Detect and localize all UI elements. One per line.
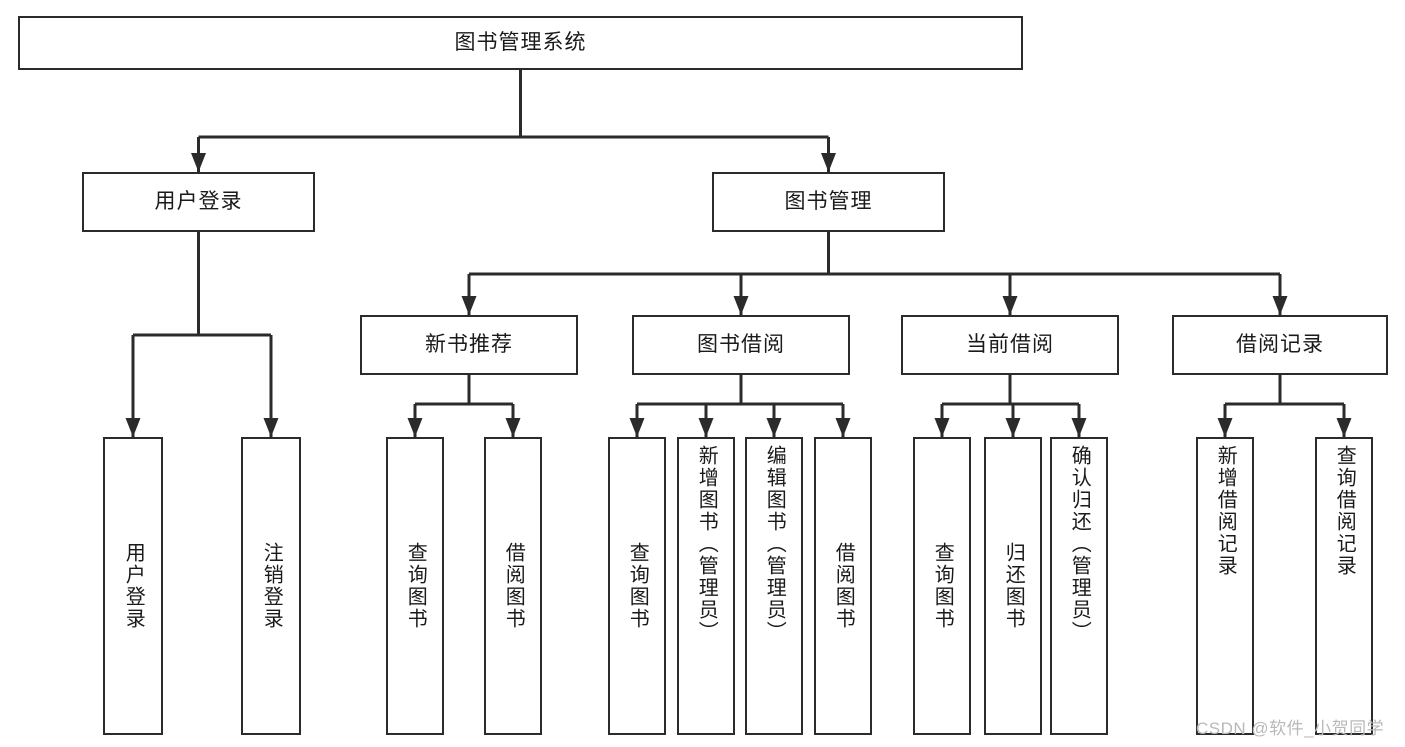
node-label: 注销登录 bbox=[260, 542, 283, 630]
arrowhead bbox=[505, 418, 521, 437]
node-borrow[interactable]: 图书借阅 bbox=[632, 315, 850, 375]
arrowhead bbox=[461, 296, 477, 315]
node-login[interactable]: 用户登录 bbox=[82, 172, 315, 232]
node-leaf-7[interactable]: 编辑图书（管理员） bbox=[745, 437, 803, 735]
node-label: 借阅图书 bbox=[832, 542, 855, 630]
node-label: 查询借阅记录 bbox=[1333, 445, 1356, 577]
node-leaf-10[interactable]: 归还图书 bbox=[984, 437, 1042, 735]
arrowhead bbox=[1005, 418, 1021, 437]
arrowhead bbox=[821, 153, 836, 172]
node-label: 图书借阅 bbox=[697, 333, 785, 357]
node-label: 查询图书 bbox=[931, 542, 954, 630]
arrowhead bbox=[629, 418, 645, 437]
arrowhead bbox=[1002, 296, 1018, 315]
node-leaf-6[interactable]: 新增图书（管理员） bbox=[677, 437, 735, 735]
node-leaf-13[interactable]: 查询借阅记录 bbox=[1315, 437, 1373, 735]
node-records[interactable]: 借阅记录 bbox=[1172, 315, 1388, 375]
arrowhead bbox=[766, 418, 782, 437]
node-label: 编辑图书（管理员） bbox=[763, 445, 786, 643]
node-label: 查询图书 bbox=[626, 542, 649, 630]
node-label: 借阅图书 bbox=[502, 542, 525, 630]
arrowhead bbox=[407, 418, 423, 437]
arrowhead bbox=[934, 418, 950, 437]
arrowhead bbox=[191, 153, 206, 172]
node-leaf-8[interactable]: 借阅图书 bbox=[814, 437, 872, 735]
node-leaf-11[interactable]: 确认归还（管理员） bbox=[1050, 437, 1108, 735]
node-label: 当前借阅 bbox=[966, 333, 1054, 357]
arrowhead bbox=[698, 418, 714, 437]
arrowhead bbox=[1071, 418, 1087, 437]
arrowhead bbox=[1336, 418, 1352, 437]
node-label: 图书管理 bbox=[784, 190, 873, 214]
node-leaf-5[interactable]: 查询图书 bbox=[608, 437, 666, 735]
arrowhead bbox=[835, 418, 851, 437]
node-label: 借阅记录 bbox=[1236, 333, 1324, 357]
node-leaf-2[interactable]: 注销登录 bbox=[241, 437, 301, 735]
node-label: 新书推荐 bbox=[425, 333, 513, 357]
node-label: 用户登录 bbox=[122, 542, 145, 630]
arrowhead bbox=[1272, 296, 1288, 315]
arrowhead bbox=[1217, 418, 1233, 437]
node-leaf-3[interactable]: 查询图书 bbox=[386, 437, 444, 735]
node-leaf-12[interactable]: 新增借阅记录 bbox=[1196, 437, 1254, 735]
node-leaf-1[interactable]: 用户登录 bbox=[103, 437, 163, 735]
arrowhead bbox=[733, 296, 749, 315]
node-newbook[interactable]: 新书推荐 bbox=[360, 315, 578, 375]
node-root[interactable]: 图书管理系统 bbox=[18, 16, 1023, 70]
node-leaf-4[interactable]: 借阅图书 bbox=[484, 437, 542, 735]
node-label: 查询图书 bbox=[404, 542, 427, 630]
node-leaf-9[interactable]: 查询图书 bbox=[913, 437, 971, 735]
node-label: 归还图书 bbox=[1002, 542, 1025, 630]
node-current[interactable]: 当前借阅 bbox=[901, 315, 1119, 375]
node-label: 新增图书（管理员） bbox=[695, 445, 718, 643]
node-label: 用户登录 bbox=[154, 190, 243, 214]
arrowhead bbox=[125, 418, 141, 437]
node-bookmgmt[interactable]: 图书管理 bbox=[712, 172, 945, 232]
node-label: 图书管理系统 bbox=[454, 31, 587, 55]
node-label: 新增借阅记录 bbox=[1214, 445, 1237, 577]
arrowhead bbox=[263, 418, 279, 437]
node-label: 确认归还（管理员） bbox=[1068, 445, 1091, 643]
